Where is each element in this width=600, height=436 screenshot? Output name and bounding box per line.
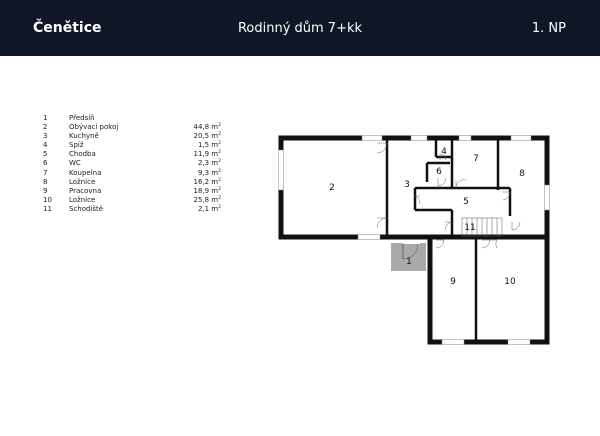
staircase: [461, 217, 503, 237]
room-label-8: 8: [519, 169, 525, 179]
room-label-6: 6: [436, 167, 442, 177]
room-label-3: 3: [404, 180, 410, 190]
room-label-2: 2: [329, 183, 335, 193]
room-label-5: 5: [463, 197, 469, 207]
room-label-10: 10: [504, 277, 516, 287]
plan-title: Rodinný dům 7+kk: [237, 21, 363, 36]
room-label-1: 1: [406, 257, 412, 267]
floor-label: 1. NP: [531, 21, 566, 36]
room-label-4: 4: [441, 147, 447, 157]
city-name: Čenětice: [33, 20, 102, 36]
exterior-walls: [278, 135, 550, 345]
room-label-11: 11: [464, 223, 475, 233]
entry-door-arc: [402, 243, 419, 260]
entry-porch: [391, 243, 426, 271]
room-label-9: 9: [450, 277, 456, 287]
entry-door-gap: [403, 236, 420, 244]
header-bar: Čenětice Rodinný dům 7+kk 1. NP: [0, 0, 600, 56]
interior-walls: [385, 138, 512, 342]
windows: [278, 135, 550, 345]
room-label-7: 7: [473, 154, 479, 164]
door-swings: [376, 142, 521, 249]
